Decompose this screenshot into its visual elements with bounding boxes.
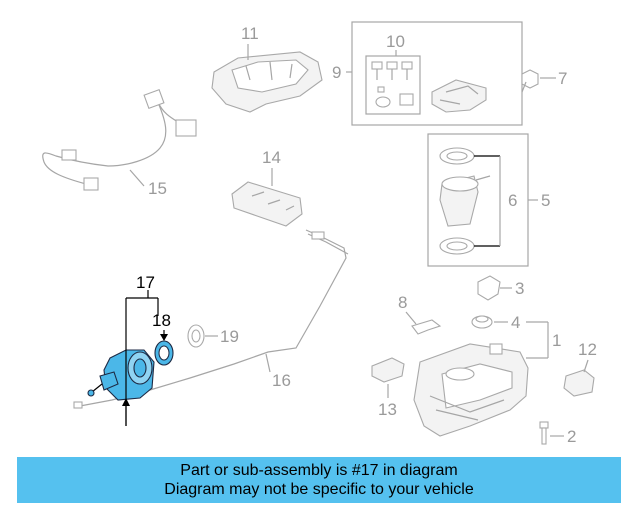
leader-8	[405, 311, 417, 325]
leader-12	[583, 359, 589, 373]
banner-line-1: Part or sub-assembly is #17 in diagram	[180, 462, 458, 479]
part-18-seal-ring[interactable]	[154, 340, 174, 366]
part-3-valve[interactable]	[477, 275, 501, 301]
part-9-bracket[interactable]	[431, 79, 487, 113]
callout-7[interactable]: 7	[558, 69, 567, 88]
callout-11[interactable]: 11	[241, 24, 259, 43]
part-7-fitting[interactable]	[521, 69, 539, 93]
callout-16[interactable]: 16	[272, 371, 291, 390]
part-2-bolt[interactable]	[539, 421, 549, 445]
part-17-assembly[interactable]	[87, 349, 155, 401]
parts-diagram: 11 9 10 7 15 14	[42, 21, 597, 446]
part-1-fuel-tank[interactable]	[413, 343, 529, 437]
callout-4[interactable]: 4	[511, 313, 520, 332]
part-11-cover[interactable]	[211, 51, 323, 113]
part-8-clip[interactable]	[411, 319, 442, 335]
callout-2[interactable]: 2	[567, 427, 576, 446]
part-15-harness[interactable]	[42, 88, 197, 191]
callout-15[interactable]: 15	[148, 179, 167, 198]
info-banner: Part or sub-assembly is #17 in diagram D…	[17, 457, 621, 503]
callout-3[interactable]: 3	[515, 279, 524, 298]
callout-13[interactable]: 13	[378, 400, 397, 419]
callout-17[interactable]: 17	[136, 273, 155, 292]
callout-5[interactable]: 5	[541, 191, 550, 210]
banner-line-2: Diagram may not be specific to your vehi…	[164, 481, 474, 498]
part-10-bolts[interactable]	[371, 61, 414, 108]
part-13-bracket[interactable]	[371, 357, 405, 383]
callout-1[interactable]: 1	[552, 331, 561, 350]
leader-15	[129, 169, 145, 187]
callout-6[interactable]: 6	[508, 191, 517, 210]
group-box-10	[365, 55, 421, 115]
part-12-sensor[interactable]	[563, 369, 595, 397]
callout-10[interactable]: 10	[386, 32, 405, 51]
callout-19[interactable]: 19	[220, 327, 239, 346]
part-4-seal[interactable]	[471, 315, 493, 329]
callout-12[interactable]: 12	[578, 340, 597, 359]
arrow-18-icon	[160, 334, 168, 341]
part-14-module[interactable]	[231, 181, 303, 227]
part-19-ring[interactable]	[187, 324, 205, 348]
leader-16	[265, 353, 271, 373]
callout-8[interactable]: 8	[398, 293, 407, 312]
callout-18[interactable]: 18	[152, 311, 171, 330]
part-6-fuel-pump[interactable]	[439, 147, 491, 255]
callout-9[interactable]: 9	[332, 63, 341, 82]
arrow-17-icon	[122, 398, 130, 406]
callout-14[interactable]: 14	[262, 148, 281, 167]
